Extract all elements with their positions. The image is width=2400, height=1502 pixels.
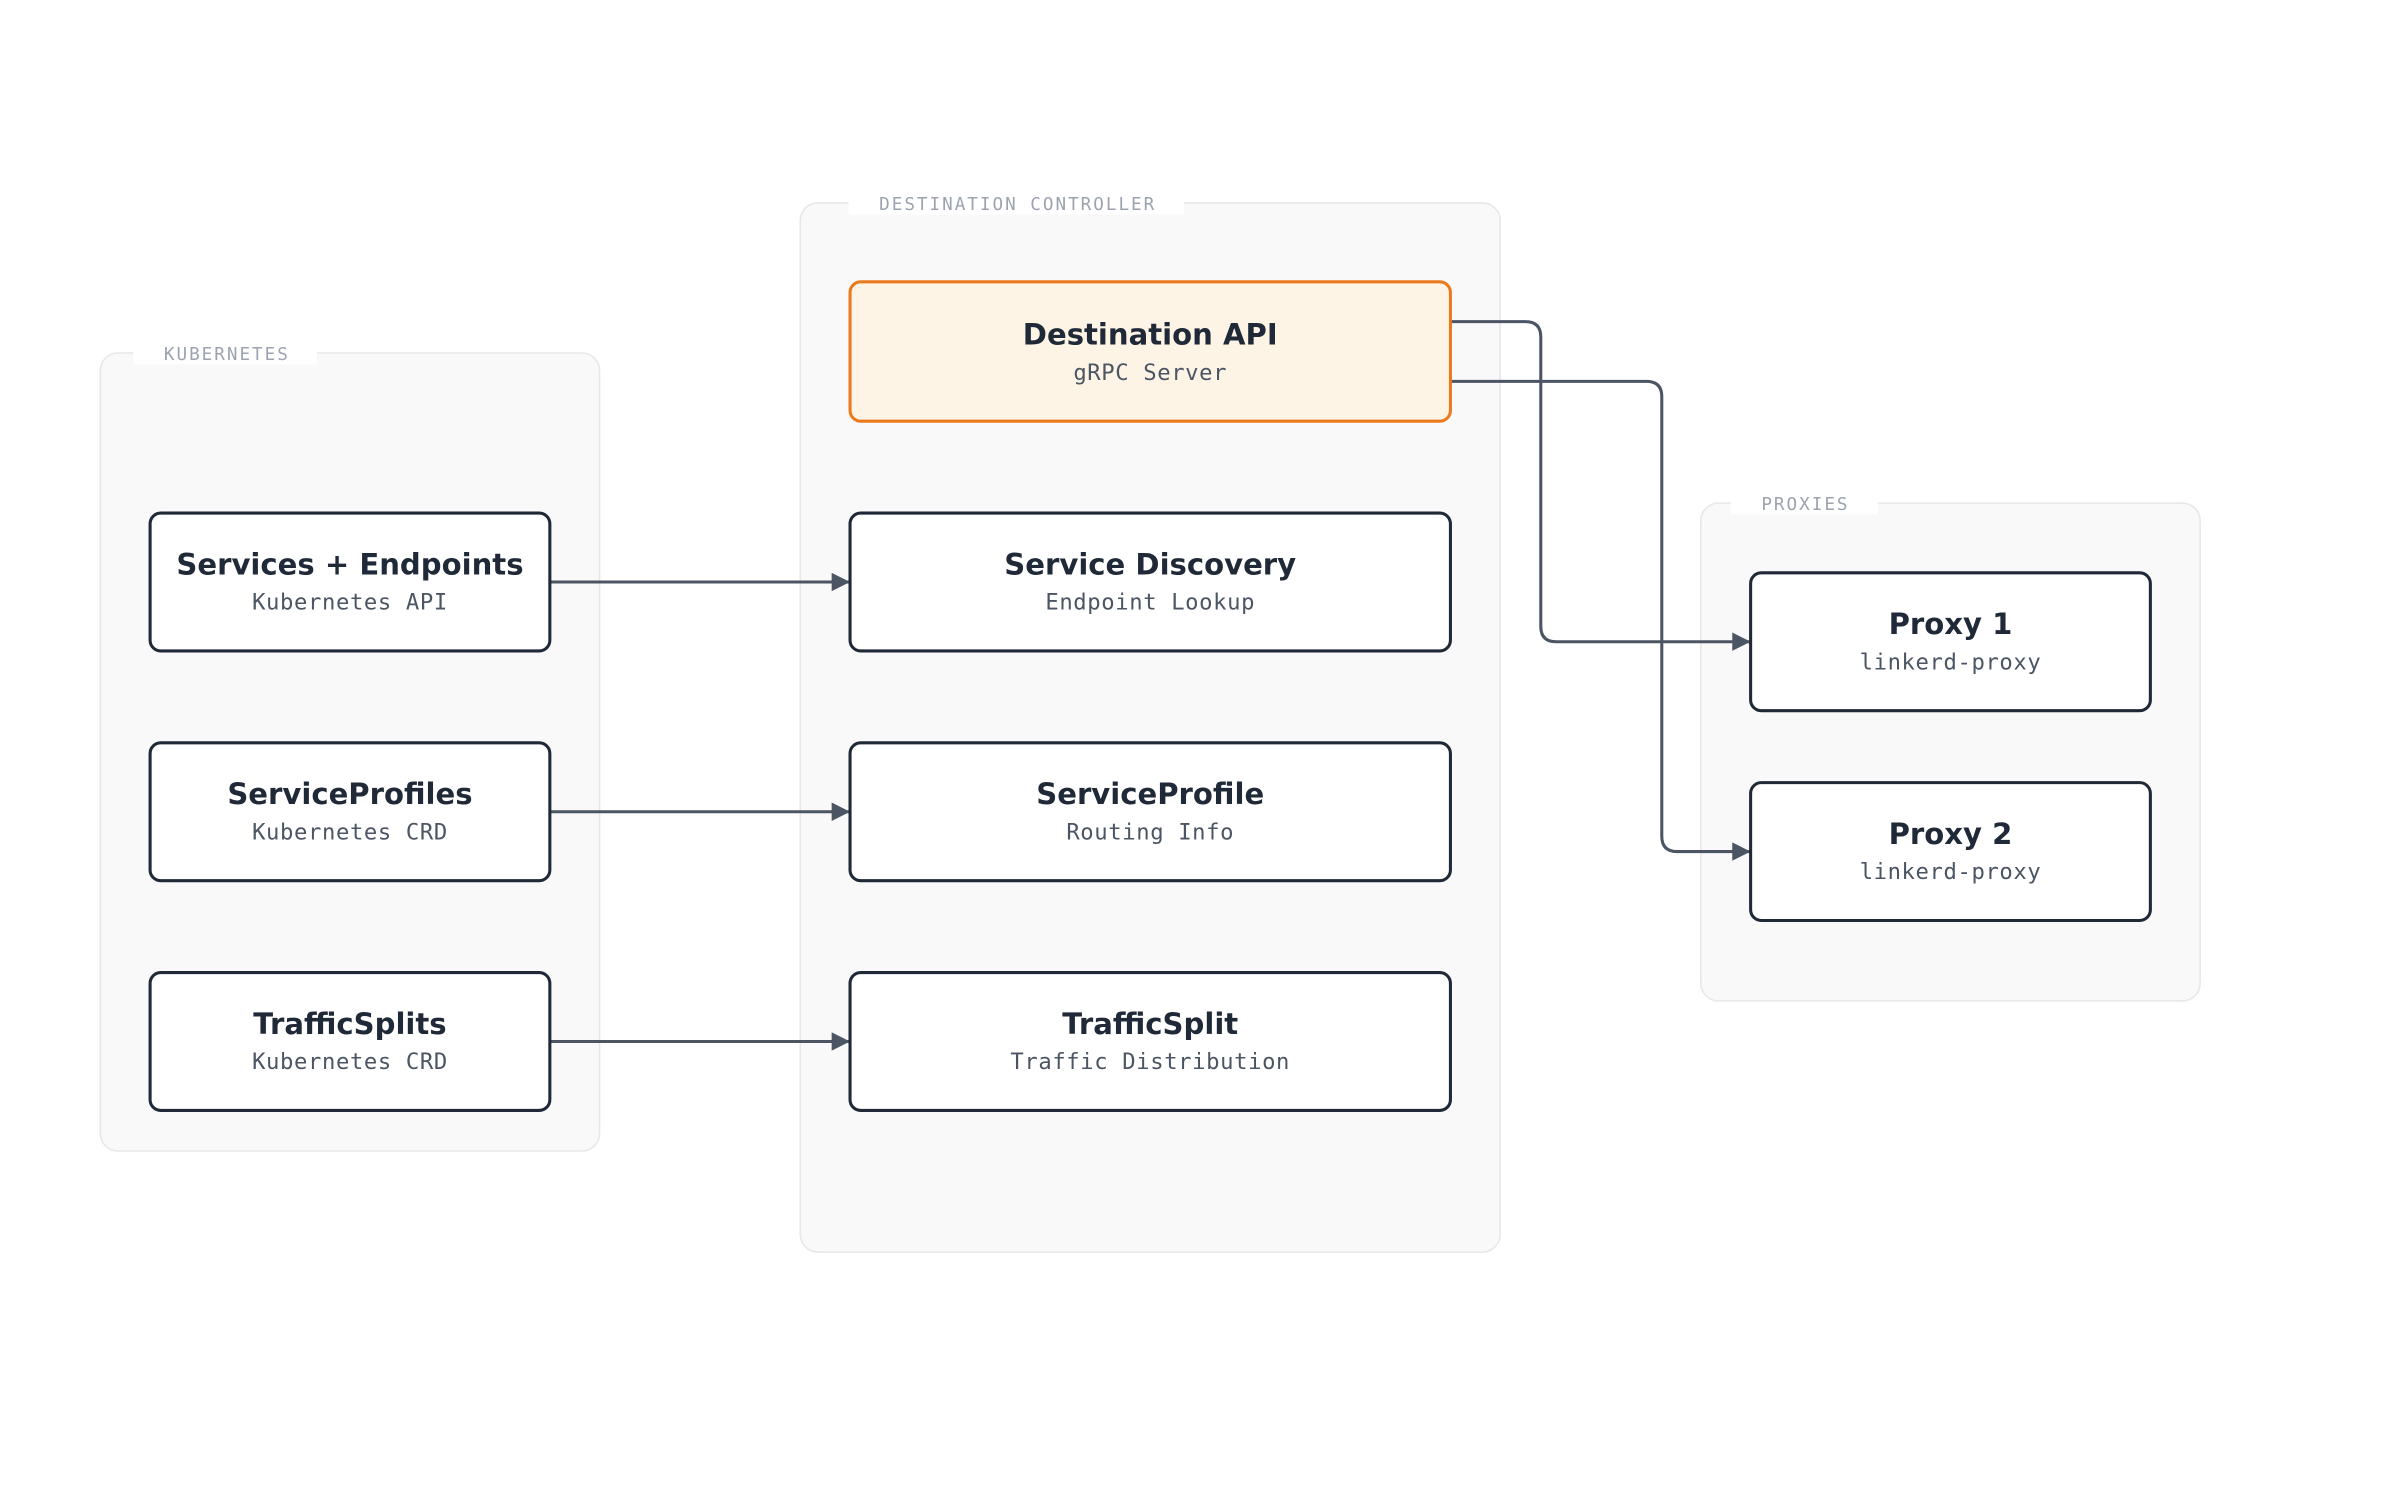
node-subtitle: Routing Info [1066, 820, 1235, 846]
node-subtitle: Endpoint Lookup [1045, 591, 1256, 616]
node-title: ServiceProfiles [227, 778, 473, 812]
node-trafficsplit[interactable]: TrafficSplit Traffic Distribution [848, 971, 1452, 1112]
node-trafficsplits[interactable]: TrafficSplits Kubernetes CRD [148, 971, 552, 1112]
node-title: ServiceProfile [1036, 778, 1265, 812]
node-title: TrafficSplits [253, 1007, 447, 1042]
node-title: Proxy 2 [1888, 817, 2013, 852]
node-title: Destination API [1022, 317, 1278, 352]
group-label-destination-controller: DESTINATION CONTROLLER [848, 192, 1184, 215]
edge-destination-api-to-proxy2 [1450, 379, 1751, 861]
node-services-endpoints[interactable]: Services + Endpoints Kubernetes API [148, 511, 552, 653]
node-subtitle: linkerd-proxy [1859, 650, 2042, 676]
node-serviceprofiles[interactable]: ServiceProfiles Kubernetes CRD [148, 741, 552, 883]
group-label-kubernetes: KUBERNETES [133, 343, 318, 365]
node-title: TrafficSplit [1062, 1007, 1239, 1042]
edge-destination-api-to-proxy1 [1450, 320, 1751, 651]
node-subtitle: Kubernetes CRD [252, 820, 448, 846]
node-subtitle: Kubernetes CRD [252, 1050, 448, 1076]
node-proxy2[interactable]: Proxy 2 linkerd-proxy [1749, 781, 2152, 923]
node-serviceprofile[interactable]: ServiceProfile Routing Info [848, 741, 1452, 883]
node-proxy1[interactable]: Proxy 1 linkerd-proxy [1749, 571, 2152, 713]
node-subtitle: gRPC Server [1073, 360, 1228, 386]
node-subtitle: Traffic Distribution [1010, 1050, 1291, 1076]
node-subtitle: linkerd-proxy [1859, 860, 2042, 886]
node-destination-api[interactable]: Destination API gRPC Server [848, 280, 1452, 423]
node-title: Services + Endpoints [176, 548, 524, 583]
node-title: Proxy 1 [1888, 608, 2013, 642]
node-subtitle: Kubernetes API [252, 591, 448, 616]
node-service-discovery[interactable]: Service Discovery Endpoint Lookup [848, 511, 1452, 653]
node-title: Service Discovery [1004, 548, 1297, 583]
group-label-proxies: PROXIES [1730, 493, 1878, 515]
